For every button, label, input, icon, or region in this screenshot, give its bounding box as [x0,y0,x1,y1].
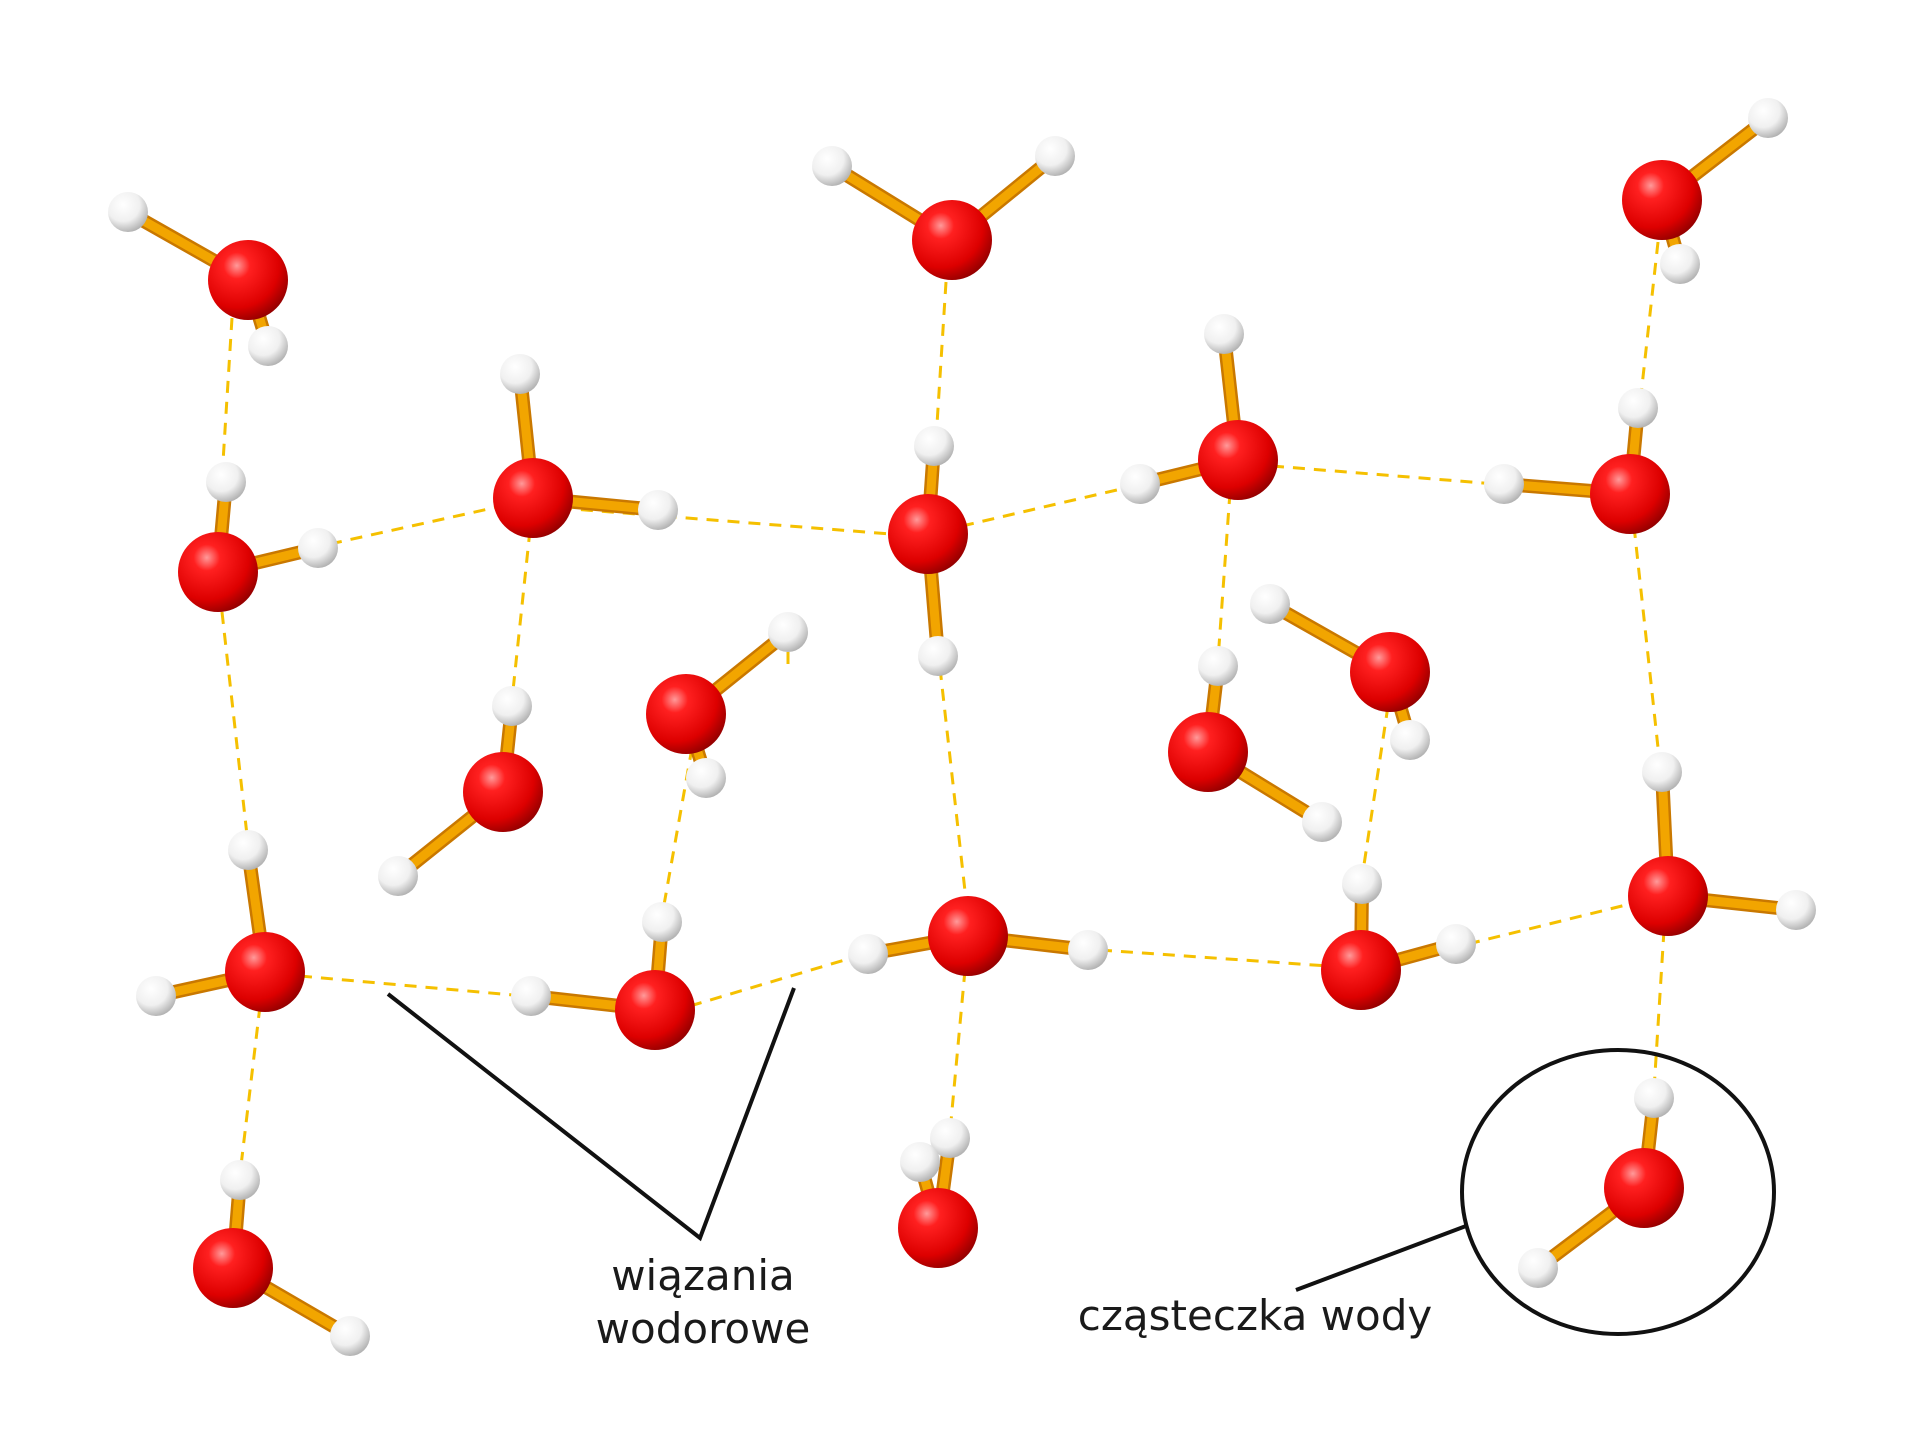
hydrogen-atom [686,758,726,798]
hydrogen-atom [1776,890,1816,930]
hydrogen-atom [918,636,958,676]
water-molecule-label: cząsteczka wody [1078,1291,1432,1340]
callouts [386,987,1776,1336]
hydrogen-atom [1120,464,1160,504]
hydrogen-atom [206,462,246,502]
oxygen-atom [1628,856,1708,936]
hydrogen-bond [1467,902,1631,946]
hydrogen-atom [1634,1078,1674,1118]
oxygen-atom [928,896,1008,976]
hydrogen-atom [511,976,551,1016]
hydrogen-atom [768,612,808,652]
hydrogen-atom [930,1118,970,1158]
hydrogen-atom [1642,752,1682,792]
hydrogen-atom [848,934,888,974]
oxygen-atom [1604,1148,1684,1228]
hydrogen-atom [1302,802,1342,842]
hydrogen-bond [220,317,234,479]
hydrogen-bond-lines [220,241,1666,1175]
hydrogen-atom [298,528,338,568]
hydrogen-atom [248,326,288,366]
atoms [108,98,1816,1356]
oxygen-atom [225,932,305,1012]
hydrogen-atom [1198,646,1238,686]
oxygen-atom [193,1228,273,1308]
hydrogen-atom [1660,244,1700,284]
hydrogen-atom [1748,98,1788,138]
hydrogen-bond [1652,929,1666,1091]
hydrogen-bonds-label-line1: wiązania [611,1251,795,1300]
hydrogen-atom [1618,388,1658,428]
hydrogen-atom [1436,924,1476,964]
oxygen-atom [178,532,258,612]
hydrogen-bond [220,611,250,845]
hydrogen-atom [1204,314,1244,354]
oxygen-atom [912,200,992,280]
hydrogen-atom [1390,720,1430,760]
oxygen-atom [1168,712,1248,792]
water-molecule-highlight-ellipse [1460,1048,1776,1336]
oxygen-atom [1198,420,1278,500]
oxygen-atom [1622,160,1702,240]
hydrogen-atom [1518,1248,1558,1288]
oxygen-atom [646,674,726,754]
hydrogen-bonds-pointer [386,987,796,1242]
hydrogen-atom [220,1160,260,1200]
hydrogen-bond [934,281,948,441]
hydrogen-atom [638,490,678,530]
oxygen-atom [1590,454,1670,534]
hydrogen-bond [1099,948,1329,968]
hydrogen-atom [1035,136,1075,176]
hydrogen-bond [238,1005,262,1175]
hydrogen-bond [329,504,503,546]
oxygen-atom [1350,632,1430,712]
hydrogen-atom [914,426,954,466]
hydrogen-atom [1068,930,1108,970]
oxygen-atom [888,494,968,574]
hydrogen-atom [492,686,532,726]
hydrogen-atom [1250,584,1290,624]
hydrogen-atom [642,902,682,942]
hydrogen-bond [1271,464,1497,486]
hydrogen-atom [136,976,176,1016]
hydrogen-atom [1342,864,1382,904]
hydrogen-atom [108,192,148,232]
hydrogen-atom [228,830,268,870]
hydrogen-bond [559,506,917,538]
hydrogen-bond [299,974,525,998]
hydrogen-atom [1484,464,1524,504]
hydrogen-atom [900,1142,940,1182]
hydrogen-atom [812,146,852,186]
oxygen-atom [208,240,288,320]
water-molecule-pointer [1295,1224,1467,1292]
hydrogen-atom [500,354,540,394]
hydrogen-bond [961,484,1135,528]
oxygen-atom [898,1188,978,1268]
hydrogen-bond [948,969,967,1133]
oxygen-atom [493,458,573,538]
hydrogen-bond [1632,525,1662,767]
hydrogen-atom [330,1316,370,1356]
hydrogen-bond [510,529,532,701]
oxygen-atom [1321,930,1401,1010]
hydrogen-bond [1360,705,1390,879]
hydrogen-bond [689,954,859,1008]
oxygen-atom [615,970,695,1050]
hydrogen-bonds-label-line2: wodorowe [596,1304,811,1353]
hydrogen-atom [378,856,418,896]
oxygen-atom [463,752,543,832]
hydrogen-bond [1216,491,1232,661]
hydrogen-bond [1638,241,1660,405]
hydrogen-bond [938,667,968,901]
